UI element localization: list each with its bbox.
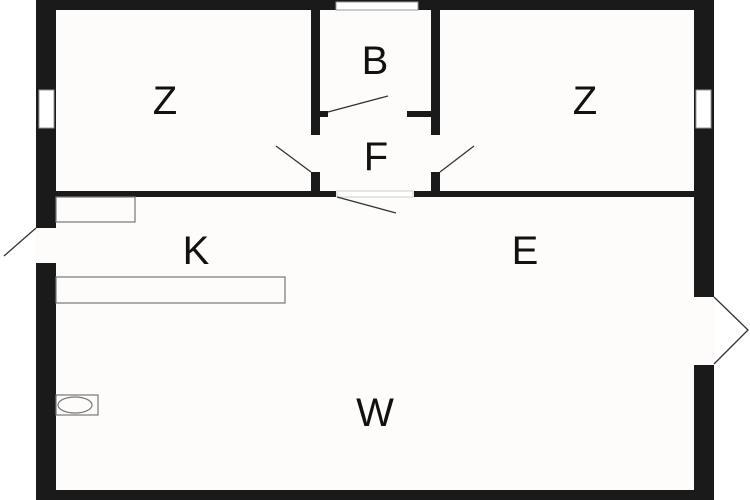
door-opening-living (336, 190, 414, 198)
door-swing-left-bedroom (275, 145, 312, 173)
door-swings (3, 95, 749, 365)
door-openings (35, 228, 715, 365)
kitchen-cabinet (55, 196, 136, 223)
wall-divider-right (414, 191, 694, 197)
door-swing-right-bedroom (439, 145, 475, 173)
door-swing-right (713, 296, 749, 365)
room-label-bedroom-right: Z (573, 79, 597, 123)
wall-bath-stub-left (320, 111, 328, 117)
wall-hall-left-stub (311, 172, 320, 194)
floor (56, 10, 694, 490)
room-label-bedroom-left: Z (153, 79, 177, 123)
door-swing-bath (327, 95, 389, 113)
door-left-opening (35, 228, 57, 263)
room-label-bathroom: B (362, 39, 389, 83)
door-right-opening (693, 297, 715, 365)
room-label-hallway: F (364, 135, 388, 179)
wall-divider-left (56, 191, 336, 197)
door-swing-entrance-left (3, 227, 37, 257)
window-left (38, 89, 55, 129)
fixtures (55, 196, 286, 416)
window-right (695, 89, 712, 129)
stove-icon (57, 396, 93, 414)
door-swing-living (336, 196, 397, 214)
room-labels: Z B Z F K E W (153, 39, 597, 435)
wall-right (694, 0, 714, 500)
wall-bath-right (431, 10, 440, 135)
windows (38, 1, 712, 198)
wall-bottom (36, 490, 714, 500)
wall-bath-left (311, 10, 320, 135)
wall-bath-stub-right (407, 111, 431, 117)
wall-hall-right-stub (431, 172, 440, 194)
room-label-kitchen: K (183, 229, 210, 273)
window-top (335, 1, 419, 11)
room-label-living: W (356, 391, 394, 435)
kitchen-counter (55, 276, 286, 304)
room-label-dining: E (512, 229, 539, 273)
